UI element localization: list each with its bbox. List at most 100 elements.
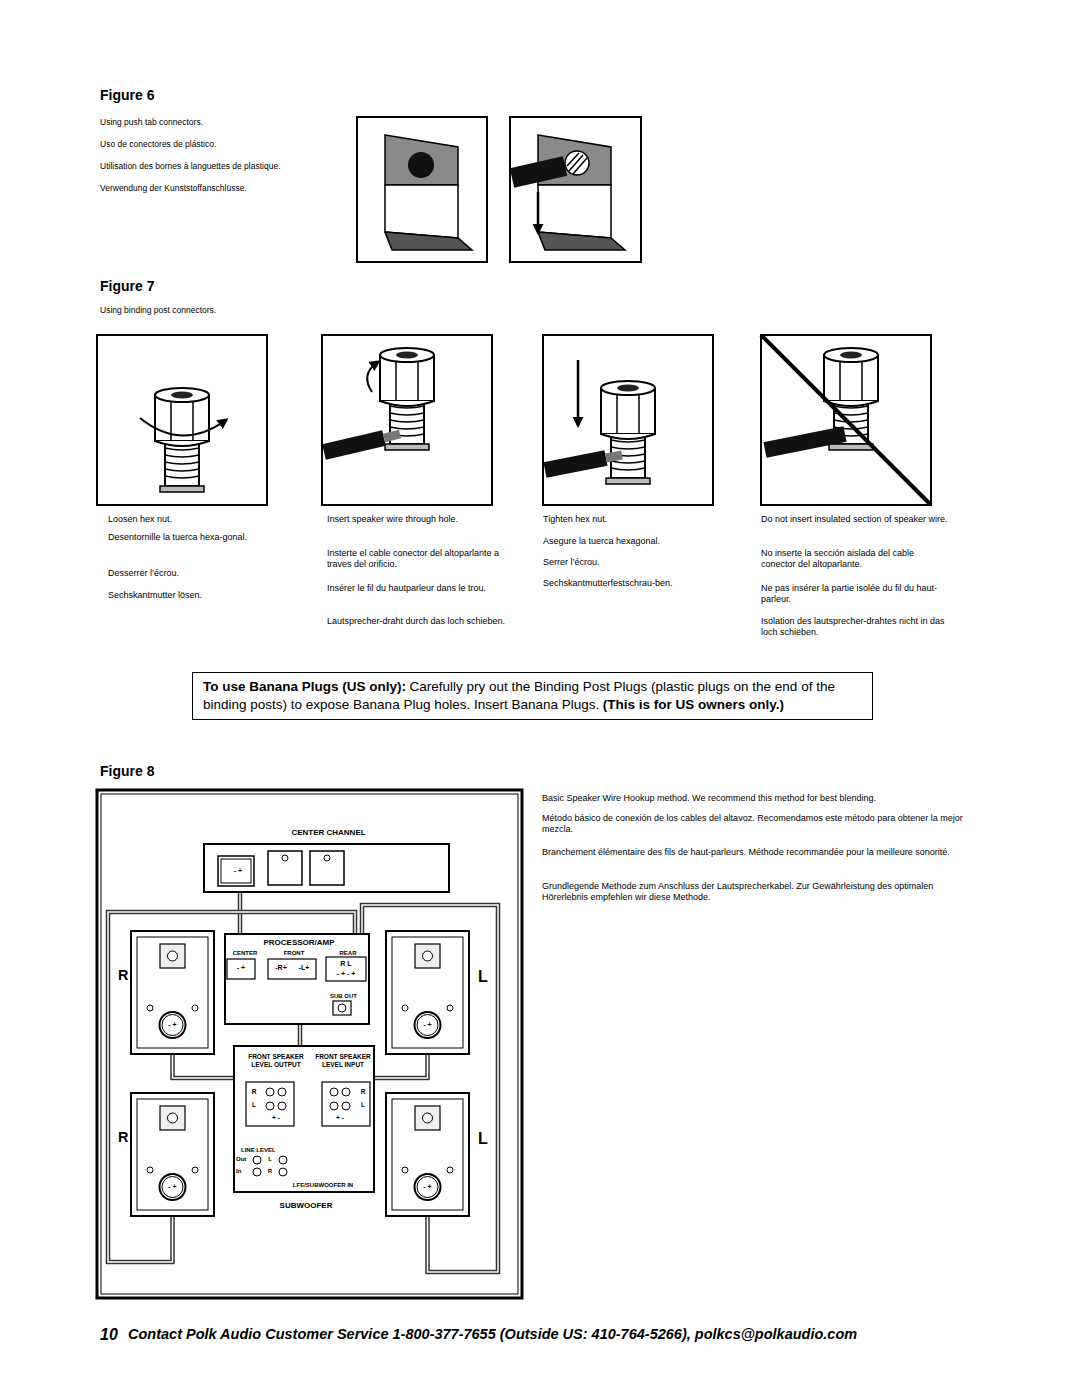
hookup-figure-part xyxy=(268,959,316,979)
speaker-box: R xyxy=(130,1092,215,1217)
speaker-wire xyxy=(300,1025,301,1045)
note-box: To use Banana Plugs (US only):Carefully … xyxy=(192,672,873,720)
terminal-mark: R xyxy=(250,1088,258,1096)
node-label: FRONT SPEAKER LEVEL INPUT xyxy=(313,1053,373,1069)
hookup-figure-part xyxy=(279,1156,287,1164)
step-caption: Tighten hex nut. xyxy=(543,514,733,525)
step-caption: Sechskantmutterfestschrau-ben. xyxy=(543,578,733,589)
hookup-figure-part xyxy=(266,1102,274,1110)
jack-mark: R xyxy=(266,1168,274,1175)
terminal-mark: L xyxy=(250,1101,258,1109)
binding-post-figure-part xyxy=(140,418,226,436)
figure-label: Figure 7 xyxy=(100,278,250,295)
page-number: 10 xyxy=(100,1325,126,1344)
hookup-figure xyxy=(97,790,522,1298)
speaker-box: L xyxy=(385,1092,470,1217)
binding-post-figure-part xyxy=(545,458,606,470)
hookup-figure-part xyxy=(227,959,255,979)
processor-box: PROCESSOR/AMPCENTERFRONTREARSUB OUT xyxy=(224,933,370,1025)
hookup-figure-part xyxy=(278,1088,286,1096)
binding-post-figure-part xyxy=(606,434,650,484)
hookup-figure-part xyxy=(246,1082,294,1126)
terminal-mark: + - xyxy=(328,1114,352,1122)
step-caption: No inserte la sección aislada del cable … xyxy=(761,548,951,570)
step-caption: Isolation des lautsprecher-drahtes nicht… xyxy=(761,616,951,638)
binding-post-figure-part xyxy=(543,335,713,505)
push-tab-figure-part xyxy=(408,152,434,178)
push-tab-figure-part xyxy=(357,117,487,262)
terminal-mark: -L+ xyxy=(294,964,314,972)
speaker-wire-part xyxy=(375,1055,428,1078)
hookup-figure-part xyxy=(101,794,518,1294)
push-tab-figure-part xyxy=(537,192,540,232)
push-tab-figure-part xyxy=(510,117,641,262)
terminal-mark: -R+ xyxy=(271,964,291,972)
step-caption: Do not insert insulated section of speak… xyxy=(761,514,951,525)
node-label: FRONT xyxy=(272,950,316,957)
note-text: (This is for US owners only.) xyxy=(603,697,784,712)
terminal-mark: - + xyxy=(224,867,252,875)
hookup-figure-part xyxy=(279,1168,287,1176)
node-label: L xyxy=(478,1129,488,1148)
terminal-mark: - + xyxy=(159,1021,187,1029)
hookup-figure-part xyxy=(342,1102,350,1110)
hookup-figure-part xyxy=(268,851,302,885)
speaker-wire-part xyxy=(362,905,498,1272)
step-caption: Insert speaker wire through hole. xyxy=(327,514,517,525)
figure-label: Figure 6 xyxy=(100,87,250,104)
speaker-wire-part xyxy=(375,1055,428,1078)
hookup-figure-part xyxy=(278,1102,286,1110)
terminal-mark: + - xyxy=(264,1114,288,1122)
jack-mark: Out xyxy=(236,1156,250,1163)
push-tab-figure-part xyxy=(385,185,458,238)
binding-post-figure-part xyxy=(322,335,492,505)
caption: Grundlegende Methode zum Anschluss der L… xyxy=(542,881,972,903)
terminal-mark: - + - + xyxy=(328,970,364,978)
push-tab-figure-part xyxy=(565,151,589,175)
speaker-wire xyxy=(362,905,498,1272)
step-caption: Ne pas insérer la partie isolée du fil d… xyxy=(761,583,951,605)
hookup-figure-part xyxy=(282,855,288,861)
hookup-figure-part xyxy=(342,1088,350,1096)
hookup-figure-part xyxy=(266,1088,274,1096)
terminal-mark: - + xyxy=(159,1183,187,1191)
speaker-box: L xyxy=(385,930,470,1055)
caption: Using binding post connectors. xyxy=(100,305,400,315)
binding-post-figure-part xyxy=(824,348,878,406)
node-label: R xyxy=(118,1129,128,1146)
push-tab-figure-part xyxy=(385,232,472,250)
hookup-figure-part xyxy=(233,1045,375,1193)
hookup-figure-part xyxy=(97,790,522,1298)
hookup-figure-part xyxy=(322,1082,370,1126)
push-tab-figure-part xyxy=(567,153,587,174)
hookup-figure-part xyxy=(330,1102,338,1110)
binding-post-figure-part xyxy=(160,442,204,492)
terminal-mark: R xyxy=(359,1088,367,1096)
binding-post-figure-part xyxy=(155,388,209,446)
node-label: FRONT SPEAKER LEVEL OUTPUT xyxy=(243,1053,309,1069)
speaker-wire-part xyxy=(298,1025,303,1045)
binding-post-figure xyxy=(97,335,931,505)
hookup-figure-part xyxy=(203,843,450,893)
binding-post-figure-part xyxy=(577,360,580,425)
caption: Basic Speaker Wire Hookup method. We rec… xyxy=(542,793,972,804)
caption: Utilisation des bornes à languettes de p… xyxy=(100,161,350,171)
node-label: R xyxy=(118,967,128,984)
binding-post-figure-part xyxy=(761,335,931,505)
node-label: LINE LEVEL xyxy=(241,1147,291,1154)
node-label: CENTER CHANNEL xyxy=(205,828,452,838)
speaker-wire-part xyxy=(173,1055,234,1078)
terminal-mark: R L xyxy=(328,960,364,968)
step-caption: Loosen hex nut. xyxy=(108,514,298,525)
binding-post-figure-part xyxy=(385,400,429,450)
hookup-figure-part xyxy=(326,957,366,981)
footer-text: Contact Polk Audio Customer Service 1-80… xyxy=(128,1326,1058,1343)
node-label: L xyxy=(478,967,488,986)
binding-post-figure-part xyxy=(761,335,931,505)
speaker-box: R xyxy=(130,930,215,1055)
jack-mark: L xyxy=(266,1156,274,1163)
binding-post-figure-part xyxy=(380,348,434,406)
caption: Método básico de conexión de los cables … xyxy=(542,813,972,835)
push-tab-figure-part xyxy=(538,232,625,250)
